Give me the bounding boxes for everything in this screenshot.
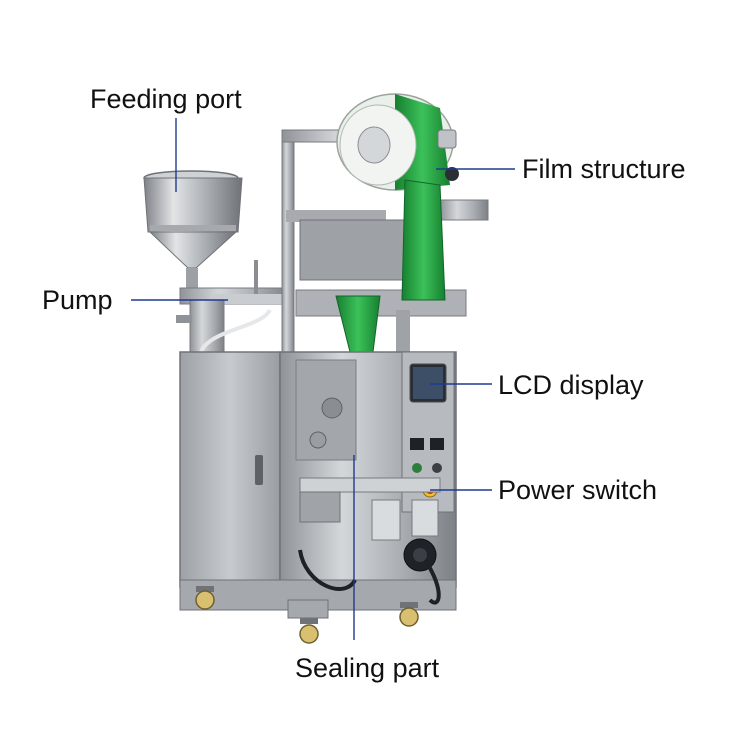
sealing-part-label: Sealing part (295, 653, 440, 683)
leader-lines (131, 118, 515, 640)
sealing-unit (299, 477, 441, 605)
power-switch-label: Power switch (498, 475, 658, 505)
pump-label: Pump (42, 285, 113, 315)
film-roll (336, 93, 459, 191)
feeding-port-label: Feeding port (90, 84, 242, 114)
lcd-display-label: LCD display (498, 370, 644, 400)
film-structure-label: Film structure (522, 154, 686, 184)
hopper (143, 170, 243, 288)
casters (195, 586, 419, 644)
